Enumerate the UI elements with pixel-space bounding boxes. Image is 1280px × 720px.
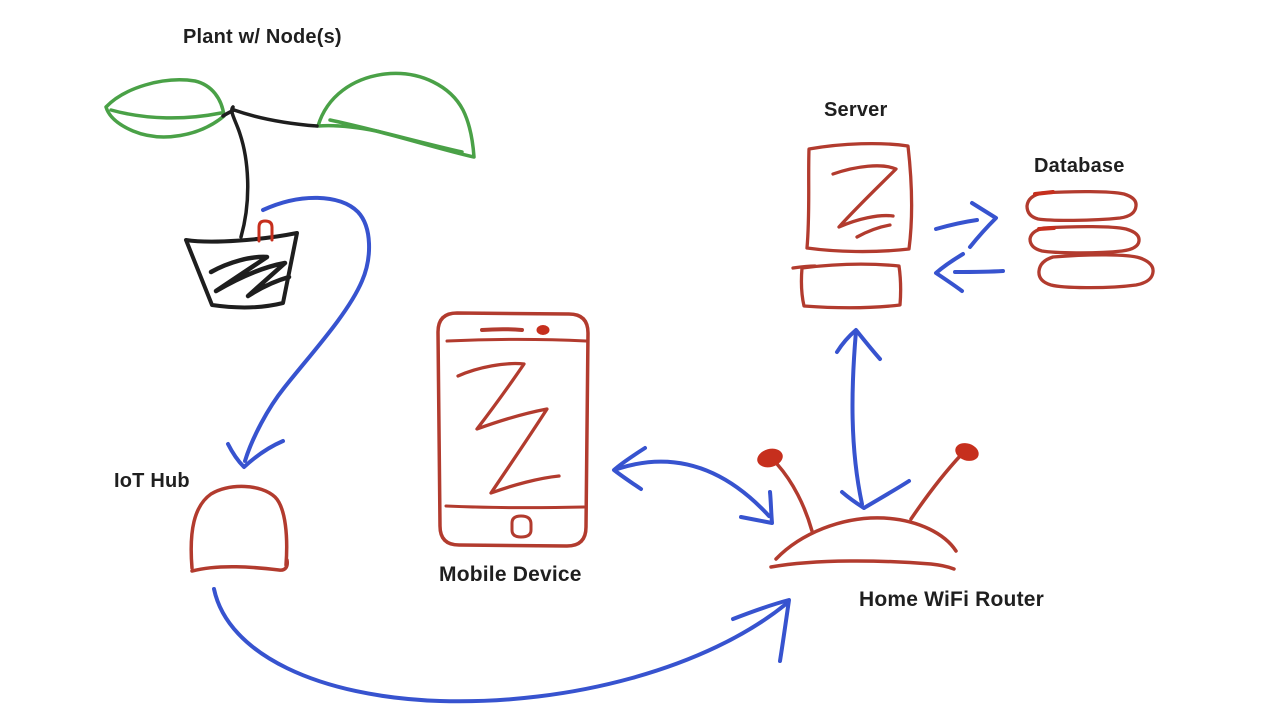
leaf-left	[104, 78, 226, 139]
plant-stem-branch-right	[232, 108, 319, 128]
antenna-blob-right	[955, 443, 979, 461]
arrow-mobile-router-head-left	[612, 446, 647, 491]
arrow-hub-to-router-head	[731, 598, 791, 663]
iot-hub-dome	[189, 484, 289, 570]
iot-hub-label: IoT Hub	[114, 470, 190, 492]
database-disk-1	[1025, 189, 1138, 223]
arrow-database-to-server	[934, 252, 1005, 293]
accent-details	[257, 190, 1056, 468]
router-antenna-right	[909, 453, 963, 521]
arrow-router-server	[835, 328, 911, 510]
antenna-blob-left	[757, 448, 783, 468]
phone-body	[436, 311, 590, 548]
arrow-router-server-head-top	[835, 328, 882, 361]
plant-pot-group	[184, 105, 319, 310]
server-squiggle-tail	[855, 223, 892, 239]
router-dome	[774, 516, 958, 561]
phone-top-line	[445, 338, 588, 343]
arrow-server-to-database	[934, 201, 998, 249]
arrow-database-to-server-head	[934, 252, 965, 293]
plant-pot	[184, 231, 299, 310]
phone-screen-squiggle	[456, 361, 561, 495]
router-base	[769, 559, 956, 571]
router-antenna-left	[775, 462, 814, 533]
arrow-router-server-shaft	[850, 329, 864, 506]
phone-camera-dot	[536, 325, 550, 335]
server-base-tick	[791, 264, 817, 270]
arrow-mobile-router-head-right	[739, 490, 774, 525]
phone-home-button	[510, 514, 533, 539]
plant-stem-branch-left	[221, 108, 236, 118]
plant-sensor-node	[257, 219, 274, 243]
arrow-mobile-router	[612, 446, 774, 525]
database-disk-3	[1037, 253, 1155, 290]
iot-hub-base	[190, 558, 289, 573]
phone-bottom-line	[444, 504, 586, 510]
server-box	[805, 141, 914, 254]
arrow-hub-to-router-shaft	[212, 587, 788, 704]
server-base-unit	[799, 262, 903, 310]
arrow-plant-to-hub	[226, 195, 372, 469]
database-dash-2	[1037, 226, 1056, 231]
phone-speaker	[480, 327, 524, 332]
leaf-right-vein	[328, 118, 464, 154]
arrow-plant-to-hub-shaft	[243, 195, 372, 463]
database-label: Database	[1034, 155, 1125, 177]
leaf-left-vein	[109, 108, 223, 120]
red-devices	[189, 141, 1155, 573]
blue-arrows	[212, 195, 1005, 704]
leaf-right	[316, 71, 476, 159]
mobile-device-label: Mobile Device	[439, 563, 582, 586]
plant-pot-squiggle	[208, 254, 292, 299]
arrow-hub-to-router	[212, 587, 791, 704]
arrow-plant-to-hub-head	[226, 439, 285, 469]
router-label: Home WiFi Router	[859, 588, 1045, 611]
plant-stem	[230, 105, 250, 239]
arrow-mobile-router-shaft	[615, 459, 771, 518]
database-dash-1	[1033, 190, 1055, 196]
server-squiggle	[831, 164, 898, 229]
arrow-router-server-head-bottom	[840, 479, 911, 510]
plant-leaves	[104, 71, 476, 159]
arrow-database-to-server-shaft	[953, 269, 1005, 274]
arrow-server-to-database-head	[968, 201, 998, 249]
arrow-server-to-database-shaft	[934, 218, 979, 231]
plant-label: Plant w/ Node(s)	[183, 26, 342, 48]
database-disk-2	[1028, 224, 1141, 255]
server-label: Server	[824, 99, 888, 121]
